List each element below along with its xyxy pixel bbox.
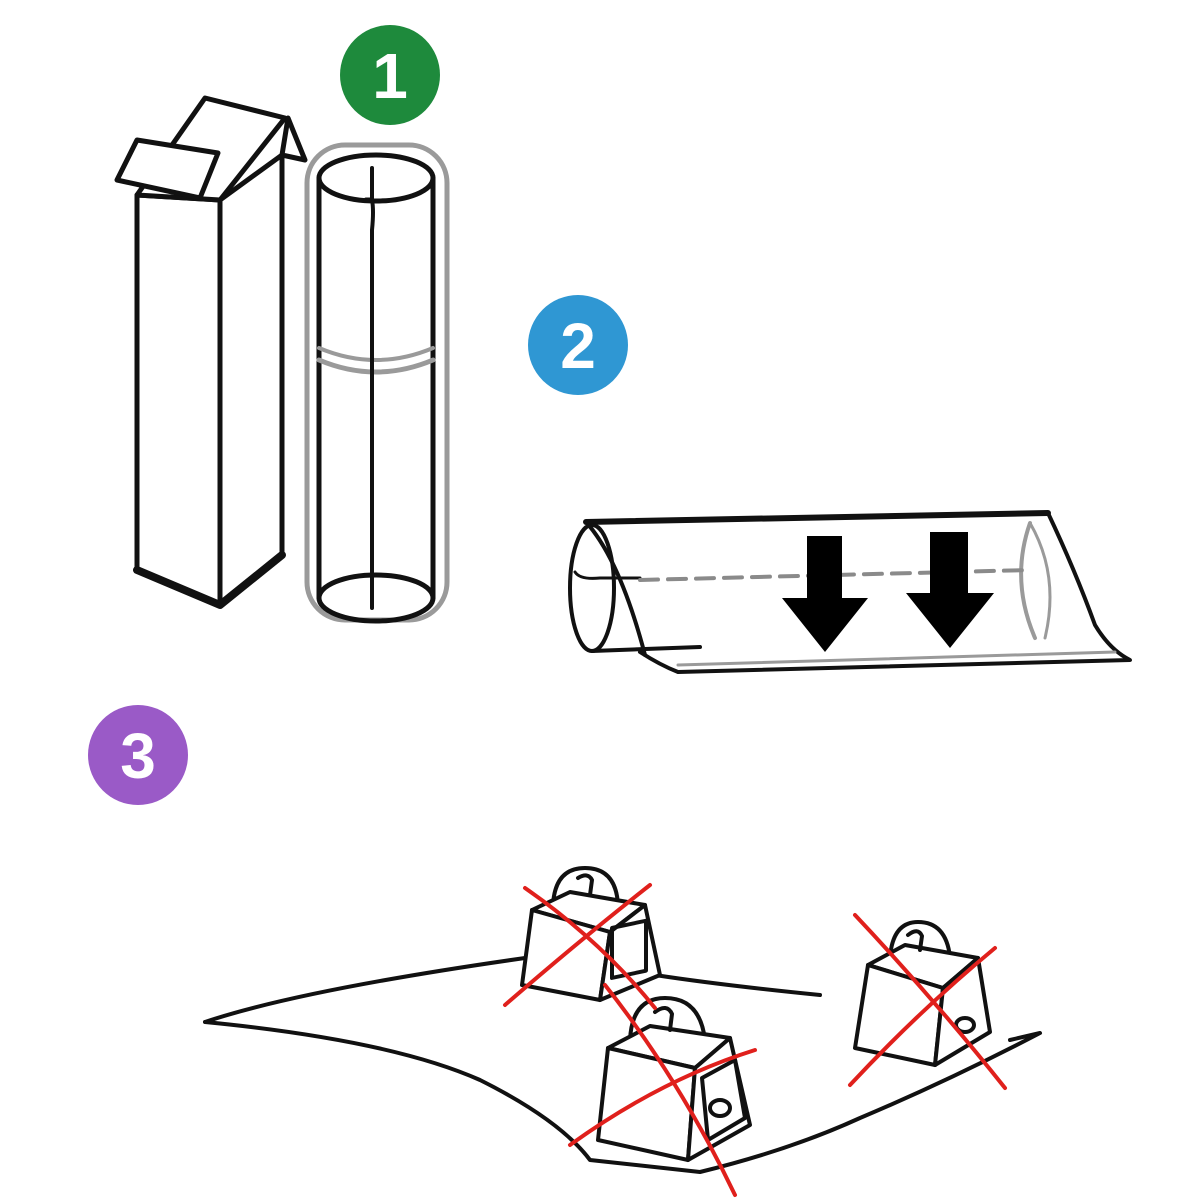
step-3-number: 3 [120,720,156,792]
prohibited-cross-icon [503,883,657,1010]
down-arrow-icon [906,532,994,648]
step-2-number: 2 [560,310,596,382]
step-3-badge: 3 [88,705,188,805]
prohibited-cross-icon [568,983,757,1197]
weight-icon [596,996,752,1162]
step-3-badge-circle [88,705,188,805]
rolled-sheet-icon [304,142,450,624]
step-3-illustration [203,866,1042,1197]
down-arrow-icon [782,536,868,652]
step-2-badge-circle [528,295,628,395]
prohibited-cross-icon [848,913,1007,1090]
unrolling-sheet-icon [568,510,1132,674]
step-1-number: 1 [372,40,408,112]
step-2-badge: 2 [528,295,628,395]
step-1-badge: 1 [340,25,440,125]
step-1-badge-circle [340,25,440,125]
flat-sheet-icon [203,956,1042,1174]
weight-icon [853,920,992,1067]
step-1-illustration [114,95,450,624]
open-box-icon [114,95,308,609]
step-2-illustration [568,510,1132,674]
